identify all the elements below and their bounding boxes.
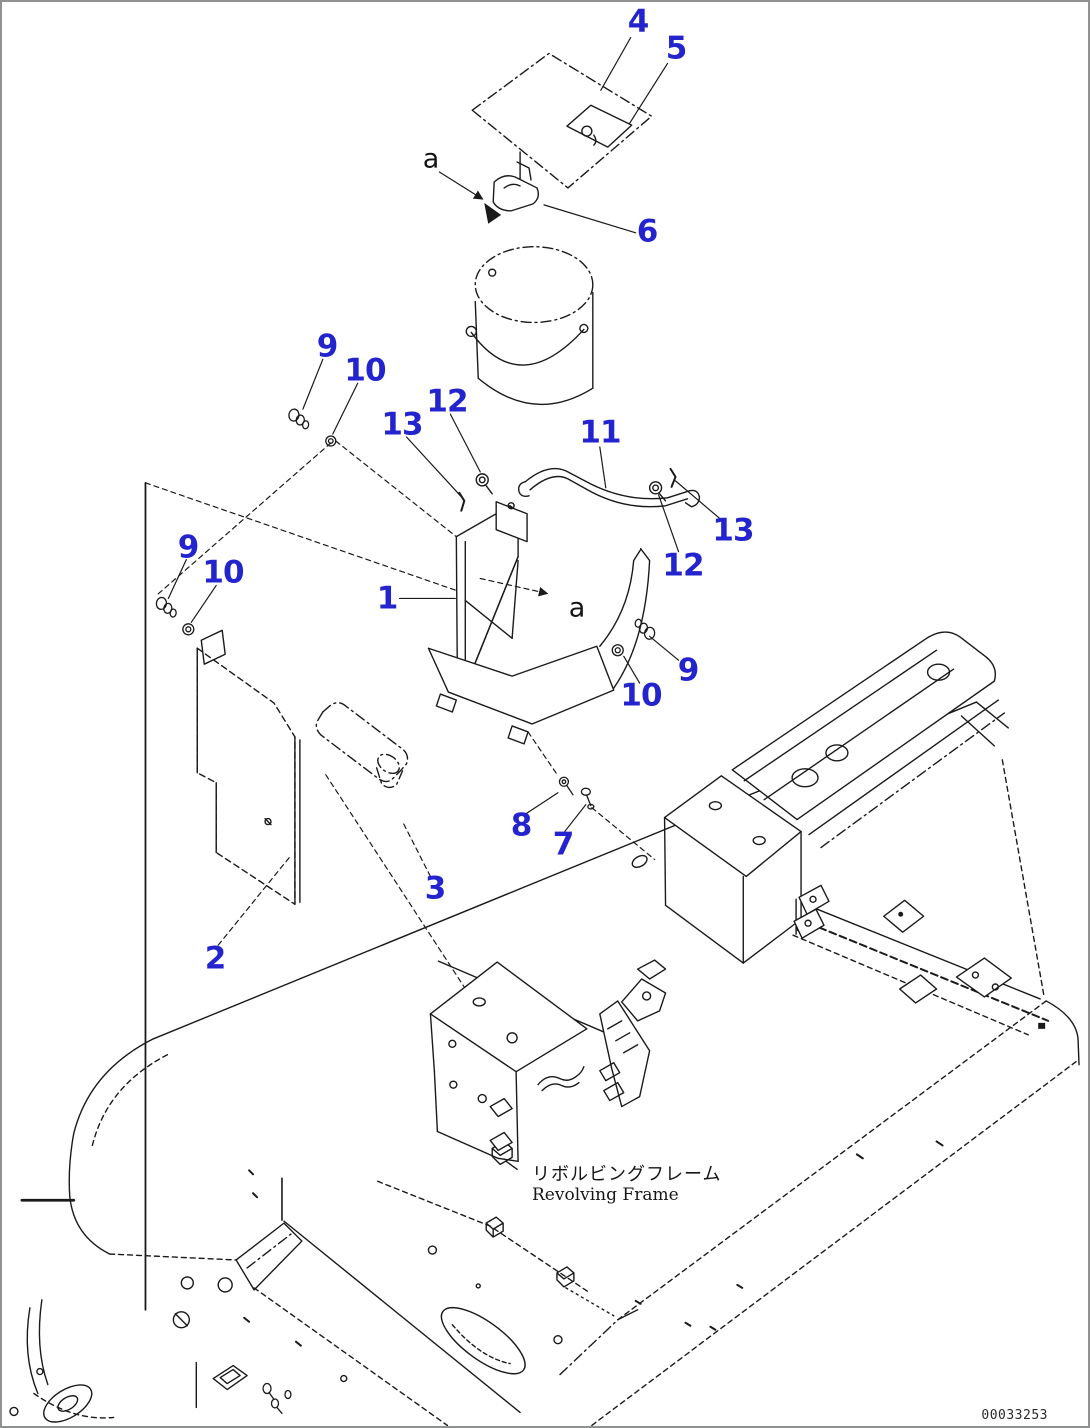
caption-english: Revolving Frame <box>532 1184 679 1205</box>
leader-lines <box>167 36 723 946</box>
frame-caption: リボルビングフレーム Revolving Frame <box>532 1165 721 1205</box>
part-cover-plate <box>471 52 653 189</box>
part-cover-plate-2 <box>196 629 301 905</box>
part-band-11 <box>458 467 701 512</box>
projection-lines <box>144 440 656 1028</box>
part-holder-bracket-1 <box>427 501 651 745</box>
document-number: 00033253 <box>981 1408 1048 1423</box>
frame-mount-bracket-left <box>429 961 588 1163</box>
part-reservoir-tank <box>465 246 594 406</box>
revolving-frame <box>9 631 1080 1426</box>
frame-bent-post <box>599 1000 651 1108</box>
fastener-glyphs <box>155 408 656 810</box>
caption-japanese: リボルビングフレーム <box>532 1164 722 1185</box>
frame-bracket-center <box>621 854 667 1022</box>
part-block-3 <box>315 702 409 789</box>
frame-ibeam <box>731 631 1006 849</box>
datum-lines <box>144 481 283 1311</box>
part-bracket-6 <box>484 161 540 224</box>
exploded-parts <box>155 52 701 905</box>
frame-mount-bracket-right <box>663 775 830 964</box>
